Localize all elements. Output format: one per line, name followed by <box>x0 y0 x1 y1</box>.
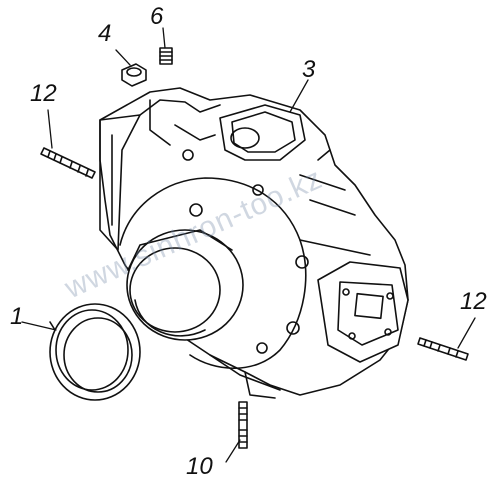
gearbox-housing <box>99 87 409 399</box>
callout-12-left: 12 <box>30 80 57 107</box>
stud-left <box>40 147 96 179</box>
callout-12-right: 12 <box>460 288 487 315</box>
stud-right <box>417 337 469 361</box>
callout-4: 4 <box>98 20 112 47</box>
plug <box>159 47 173 65</box>
callout-3: 3 <box>302 56 316 83</box>
callout-10: 10 <box>186 453 213 480</box>
stud-bottom <box>238 401 248 449</box>
seal-ring <box>49 303 141 401</box>
callout-6: 6 <box>150 3 164 30</box>
nut <box>121 63 147 87</box>
leader-lines <box>21 27 476 463</box>
callout-1: 1 <box>10 303 24 330</box>
